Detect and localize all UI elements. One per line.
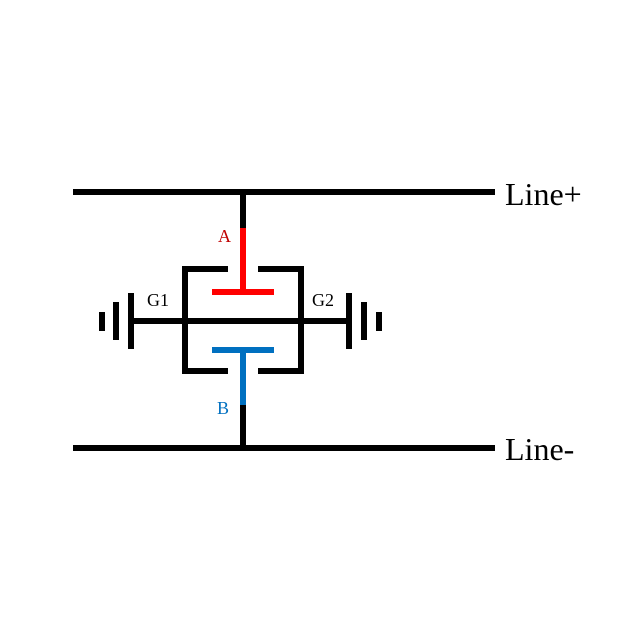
electrode-b xyxy=(212,347,274,405)
ground-g2-symbol xyxy=(346,293,382,349)
electrode-b-label: B xyxy=(217,398,229,418)
ground-g1-symbol xyxy=(99,293,134,349)
ground-g2-label: G2 xyxy=(312,290,334,310)
line-minus-label: Line- xyxy=(505,431,574,467)
electrode-a xyxy=(212,228,274,295)
line-plus-label: Line+ xyxy=(505,176,582,212)
ground-g1-label: G1 xyxy=(147,290,169,310)
electrode-a-label: A xyxy=(218,226,231,246)
